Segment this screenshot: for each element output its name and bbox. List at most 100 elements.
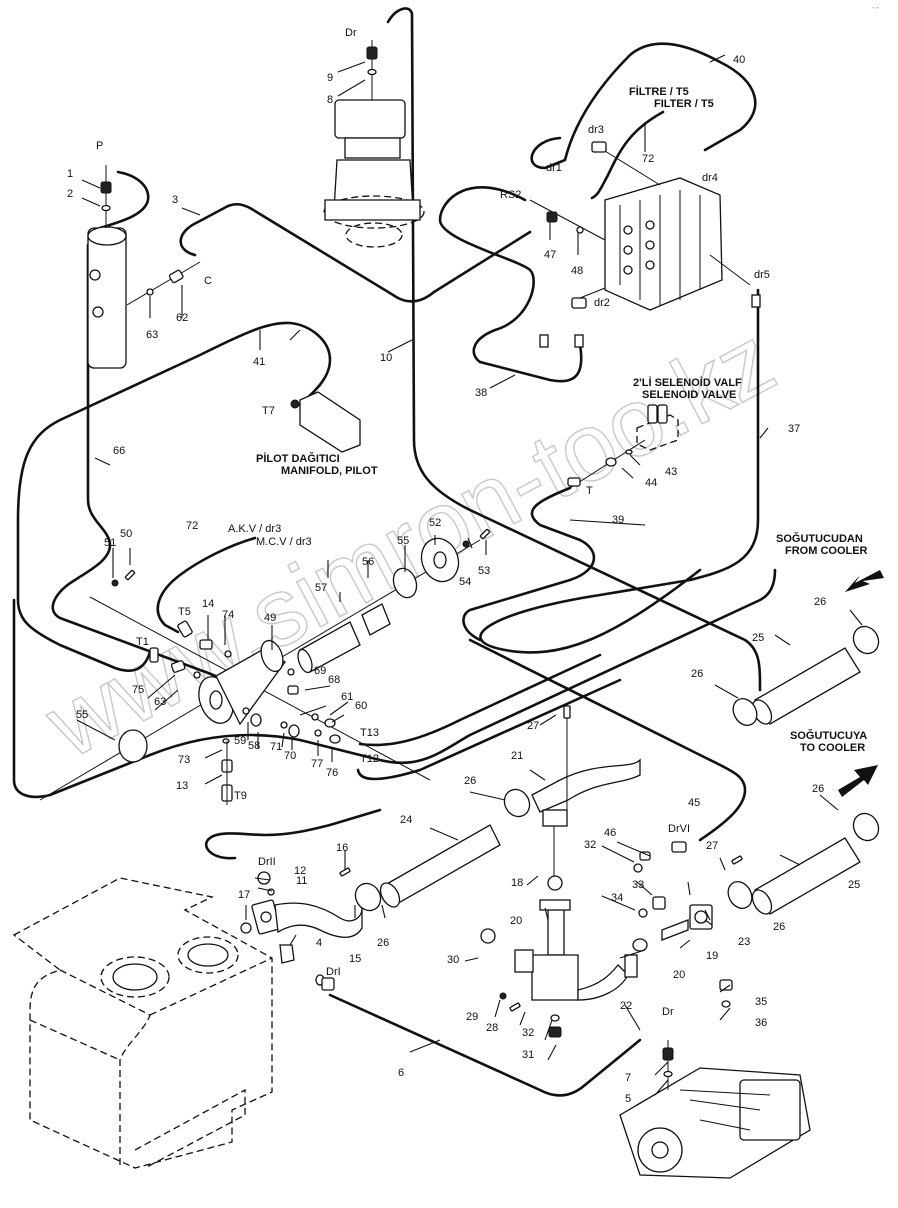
caption-selenoid-tr: 2'Lİ SELENOİD VALF [633,376,742,389]
pipe-10 [386,7,762,692]
pipe-45 [468,638,747,842]
part-label-57: 57 [315,582,327,594]
port-label-t13: T13 [360,727,379,739]
part-label-7: 7 [625,1072,631,1084]
port-label-dr2: dr2 [594,297,610,309]
port-label-dr1: dr1 [546,162,562,174]
part-label-18: 18 [511,877,523,889]
part-label-8: 8 [327,94,333,106]
part-label-20b: 20 [673,969,685,981]
captions: FİLTRE / T5 FILTER / T5 2'Lİ SELENOİD VA… [228,85,868,754]
part-label-29: 29 [466,1011,478,1023]
part-label-43: 43 [665,466,677,478]
caption-from-cooler-en: FROM COOLER [785,545,868,557]
port-label-dr-swing: Dr [345,27,357,39]
pilot-manifold [290,391,361,453]
part-label-52: 52 [429,517,441,529]
part-label-56: 56 [362,556,374,568]
fittings [111,141,761,1012]
part-label-47: 47 [544,249,556,261]
part-label-76: 76 [326,767,338,779]
part-label-5: 5 [625,1093,631,1105]
pipe-72-top [590,110,665,200]
part-label-6: 6 [398,1067,404,1079]
part-label-59: 59 [234,735,246,747]
part-label-54: 54 [459,576,471,588]
part-label-26e: 26 [773,921,785,933]
tank-outlet [240,871,363,991]
part-label-51: 51 [104,537,116,549]
part-label-41: 41 [253,356,265,368]
part-label-63b: 63 [154,696,166,708]
part-label-34: 34 [611,892,623,904]
part-label-14: 14 [202,598,214,610]
part-label-19: 19 [706,950,718,962]
pipes [12,7,777,1097]
part-label-73: 73 [178,754,190,766]
return-filter [39,537,481,801]
caption-filter-en: FILTER / T5 [654,98,714,110]
part-label-72b: 72 [642,153,654,165]
part-label-46: 46 [604,827,616,839]
part-label-26d: 26 [812,783,824,795]
part-label-60: 60 [355,700,367,712]
corner-mark: -·- [872,5,880,12]
pipe-6 [328,993,642,1097]
part-label-68: 68 [328,674,340,686]
caption-filter-tr: FİLTRE / T5 [629,85,689,98]
part-label-27a: 27 [527,720,539,732]
pipe-t12 [356,678,622,781]
to-cooler-arrow [838,765,878,797]
part-label-75: 75 [132,684,144,696]
pipe-37 [479,288,760,654]
part-label-27b: 27 [706,840,718,852]
cooler-pipes [727,570,884,915]
port-label-t5: T5 [178,606,191,618]
pipe-main-loop [12,568,777,799]
part-label-1: 1 [67,168,73,180]
port-labels: Dr P C RS2 dr1 dr2 dr3 dr4 dr5 T T1 T5 T… [96,27,770,1018]
part-label-26f: 26 [377,937,389,949]
part-label-53: 53 [478,565,490,577]
part-label-71: 71 [270,741,282,753]
part-label-69: 69 [314,665,326,677]
pipe-drii [204,808,382,860]
port-label-drii: DrII [258,856,276,868]
part-label-23: 23 [738,936,750,948]
part-label-4: 4 [316,937,322,949]
part-label-36: 36 [755,1017,767,1029]
part-label-66: 66 [113,445,125,457]
part-label-32b: 32 [584,839,596,851]
part-label-30: 30 [447,954,459,966]
port-label-dr4: dr4 [702,172,718,184]
hydraulic-tank [12,877,273,1169]
part-label-26b: 26 [691,668,703,680]
port-label-rs2: RS2 [500,189,521,201]
part-label-26c: 26 [464,775,476,787]
caption-to-cooler-tr: SOĞUTUCUYA [790,729,867,742]
part-label-35: 35 [755,996,767,1008]
part-label-10: 10 [380,352,392,364]
part-label-44: 44 [645,477,657,489]
part-label-13: 13 [176,780,188,792]
part-label-40: 40 [733,54,745,66]
tee-assembly [354,712,733,1038]
part-label-55a: 55 [397,535,409,547]
part-label-50: 50 [120,528,132,540]
part-label-33: 33 [632,879,644,891]
pipe-38 [438,186,583,383]
part-label-3: 3 [172,194,178,206]
part-number-labels: 1 2 3 4 5 6 7 8 9 10 11 12 13 14 15 16 1… [67,54,860,1105]
caption-to-cooler-en: TO COOLER [800,742,865,754]
port-label-dr-pump: Dr [662,1006,674,1018]
port-label-t9: T9 [234,790,247,802]
part-label-2: 2 [67,188,73,200]
part-label-9: 9 [327,72,333,84]
part-label-49: 49 [264,612,276,624]
part-label-24: 24 [400,814,412,826]
swing-motor [323,40,425,248]
part-label-15: 15 [349,953,361,965]
part-label-58: 58 [248,740,260,752]
part-label-22: 22 [620,1000,632,1012]
port-label-dr5: dr5 [754,269,770,281]
